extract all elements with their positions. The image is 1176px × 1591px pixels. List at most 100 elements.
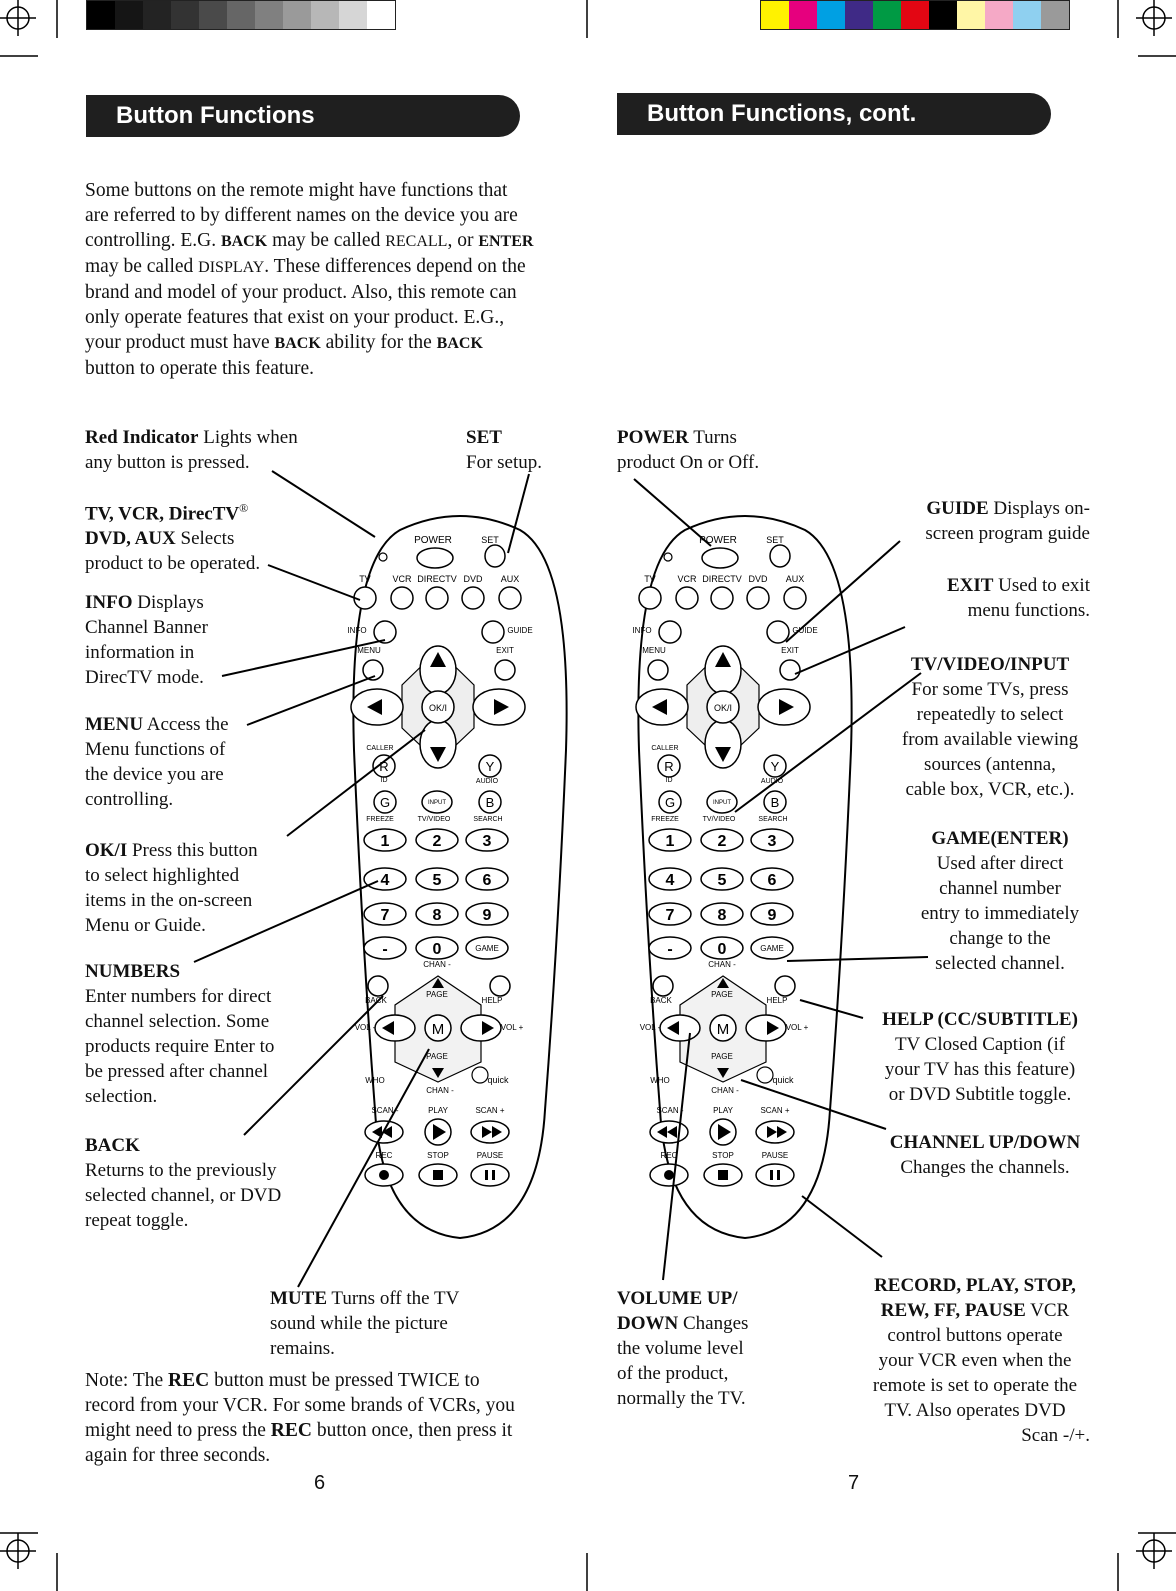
pause-label: PAUSE [762,1151,789,1160]
device-button [638,586,662,610]
info-button [373,620,397,644]
page-label: PAGE [426,1052,448,1061]
device-button [746,586,770,610]
back-button [367,975,389,997]
device-label: TV [644,574,656,584]
vol-plus-arrow-icon [482,1021,494,1035]
input-label: INPUT [713,800,731,806]
scan-minus-label: SCAN - [656,1106,683,1115]
digit-label: 0 [718,941,727,958]
process-color-bar [760,0,1070,30]
grayscale-color-bar [86,0,396,30]
color-swatch [311,1,339,29]
label-power: POWER Turns product On or Off. [617,427,760,473]
label-red-indicator: Red Indicator Lights when any button is … [85,427,298,473]
color-swatch [367,1,395,29]
vol-minus-arrow-icon [667,1021,679,1035]
page-number-left: 6 [314,1472,326,1494]
vol-minus-label: VOL - [640,1023,661,1032]
digit-label: 4 [666,872,675,889]
digit-button [648,902,692,926]
digit-button [648,936,692,960]
chan-down-arrow-icon [717,1068,729,1078]
device-label: DIRECTV [702,574,742,584]
set-button [769,544,791,568]
ok-label: OK/I [714,703,732,713]
quick-label: quick [772,1075,794,1085]
digit-label: 1 [381,833,390,850]
label-numbers: NUMBERS Enter numbers for direct channel… [85,961,275,1107]
help-button [774,975,796,997]
red-indicator-light [663,552,673,562]
digit-label: 5 [433,872,442,889]
left-page-header-text: Button Functions [116,102,315,129]
color-swatch [171,1,199,29]
pause-icon [777,1170,780,1180]
game-button [750,936,794,960]
device-button [461,586,485,610]
ok-button [421,690,455,724]
intro-line: may be called DISPLAY. These differences… [85,256,526,277]
label-info: INFO Displays Channel Banner information… [85,592,208,688]
exit-label: EXIT [781,646,799,655]
chan-down-arrow-icon [432,1068,444,1078]
rec-icon [379,1170,389,1180]
b-label: B [486,795,495,810]
caller-label: CALLER [366,745,393,752]
exit-label: EXIT [496,646,514,655]
menu-label: MENU [357,646,381,655]
who-label: WHO [650,1076,670,1085]
device-label: AUX [501,574,520,584]
intro-paragraph: Some buttons on the remote might have fu… [85,178,565,381]
up-arrow-icon [715,652,731,667]
scan-plus-label: SCAN + [760,1106,789,1115]
pause-button [470,1163,510,1187]
device-label: VCR [392,574,412,584]
quick-bulb-icon [756,1066,774,1084]
info-button [658,620,682,644]
color-swatch [87,1,115,29]
color-swatch [339,1,367,29]
color-swatch [873,1,901,29]
chan-up-arrow-icon [432,978,444,988]
label-help: HELP (CC/SUBTITLE) TV Closed Caption (if… [882,1009,1078,1105]
registration-mark-icon [1136,0,1172,36]
digit-label: 7 [381,907,390,924]
pause-label: PAUSE [477,1151,504,1160]
exit-button [494,659,516,681]
color-swatch [817,1,845,29]
color-swatch [143,1,171,29]
play-icon [718,1124,731,1140]
digit-button [415,902,459,926]
y-label: Y [771,759,780,774]
freeze-label: FREEZE [651,816,679,823]
label-guide: GUIDE Displays on- screen program guide [925,498,1090,544]
digit-button [465,828,509,852]
y-label: Y [486,759,495,774]
exit-button [779,659,801,681]
id-label: ID [666,777,673,784]
device-button [675,586,699,610]
color-swatch [115,1,143,29]
power-label: POWER [699,535,737,546]
guide-button [481,620,505,644]
id-label: ID [381,777,388,784]
digit-label: - [667,941,672,958]
page-label: PAGE [426,990,448,999]
mute-label: M [717,1021,730,1038]
page-label: PAGE [711,990,733,999]
label-back: BACK Returns to the previously selected … [85,1135,282,1231]
device-label: VCR [677,574,697,584]
left-arrow-icon [652,699,667,715]
label-record: RECORD, PLAY, STOP, REW, FF, PAUSE VCR c… [872,1275,1090,1446]
power-button [416,547,454,569]
digit-button [700,902,744,926]
digit-label: 4 [381,872,390,889]
scan-minus-label: SCAN - [371,1106,398,1115]
stop-icon [718,1170,728,1180]
g-label: G [380,795,390,810]
device-button [353,586,377,610]
color-swatch [1041,1,1069,29]
digit-button [750,828,794,852]
vol-plus-arrow-icon [767,1021,779,1035]
